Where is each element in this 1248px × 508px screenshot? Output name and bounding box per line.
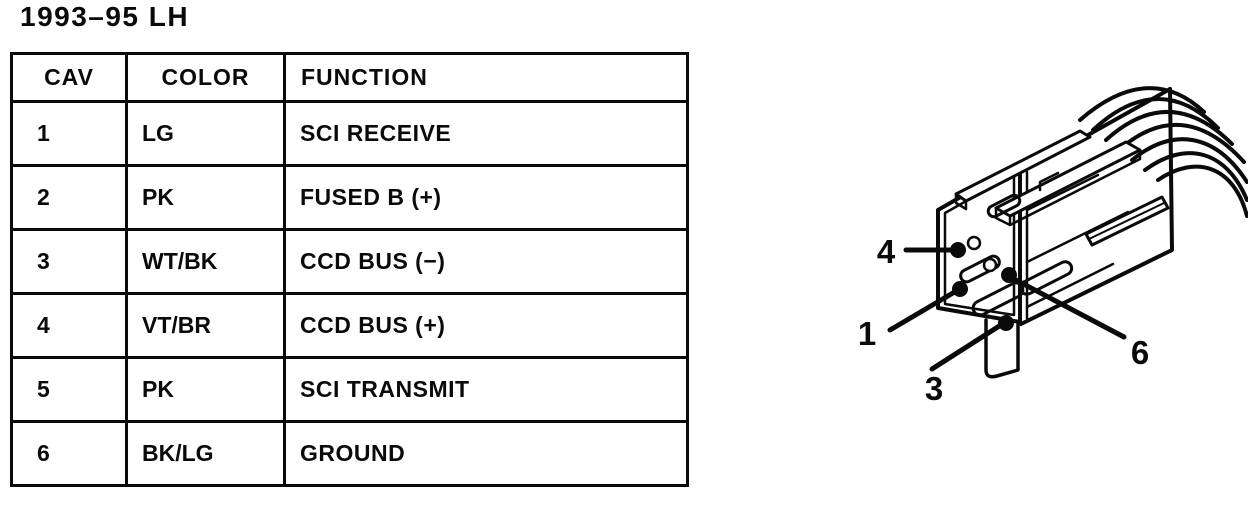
table-row: 2 PK FUSED B (+) <box>10 164 689 231</box>
pin-label-1: 1 <box>858 315 876 352</box>
pin-leader-lines <box>887 247 1127 372</box>
pin-4-dot <box>950 242 966 258</box>
leader-pin-3 <box>929 320 1007 372</box>
color-cell: WT/BK <box>125 228 286 295</box>
function-cell: SCI TRANSMIT <box>283 356 689 423</box>
column-header-cav: CAV <box>10 52 128 103</box>
function-cell: FUSED B (+) <box>283 164 689 231</box>
pin-socket-circle <box>982 257 998 273</box>
function-cell: SCI RECEIVE <box>283 100 689 167</box>
table-row: 4 VT/BR CCD BUS (+) <box>10 292 689 359</box>
pin-label-3: 3 <box>925 370 943 407</box>
leader-pin-1 <box>887 287 961 333</box>
table-row: 5 PK SCI TRANSMIT <box>10 356 689 423</box>
cav-cell: 1 <box>10 100 128 167</box>
color-cell: PK <box>125 164 286 231</box>
function-cell: CCD BUS (−) <box>283 228 689 295</box>
table-row: 1 LG SCI RECEIVE <box>10 100 689 167</box>
cav-cell: 2 <box>10 164 128 231</box>
table-row: 3 WT/BK CCD BUS (−) <box>10 228 689 295</box>
cav-cell: 4 <box>10 292 128 359</box>
cav-cell: 5 <box>10 356 128 423</box>
cav-cell: 3 <box>10 228 128 295</box>
connector-illustration: 4 1 3 6 <box>858 86 1248 407</box>
column-header-color: COLOR <box>125 52 286 103</box>
color-cell: LG <box>125 100 286 167</box>
connector-pinout-table: CAV COLOR FUNCTION 1 LG SCI RECEIVE 2 PK… <box>10 52 689 487</box>
pin-socket-circle <box>966 235 982 251</box>
function-cell: GROUND <box>283 420 689 487</box>
color-cell: VT/BR <box>125 292 286 359</box>
table-header-row: CAV COLOR FUNCTION <box>10 52 689 103</box>
leader-pin-6 <box>1009 275 1127 340</box>
color-cell: BK/LG <box>125 420 286 487</box>
cav-cell: 6 <box>10 420 128 487</box>
pin-label-4: 4 <box>877 233 896 270</box>
pin-label-6: 6 <box>1131 334 1149 371</box>
table-row: 6 BK/LG GROUND <box>10 420 689 487</box>
color-cell: PK <box>125 356 286 423</box>
column-header-function: FUNCTION <box>283 52 689 103</box>
page-title: 1993–95 LH <box>20 1 190 32</box>
function-cell: CCD BUS (+) <box>283 292 689 359</box>
